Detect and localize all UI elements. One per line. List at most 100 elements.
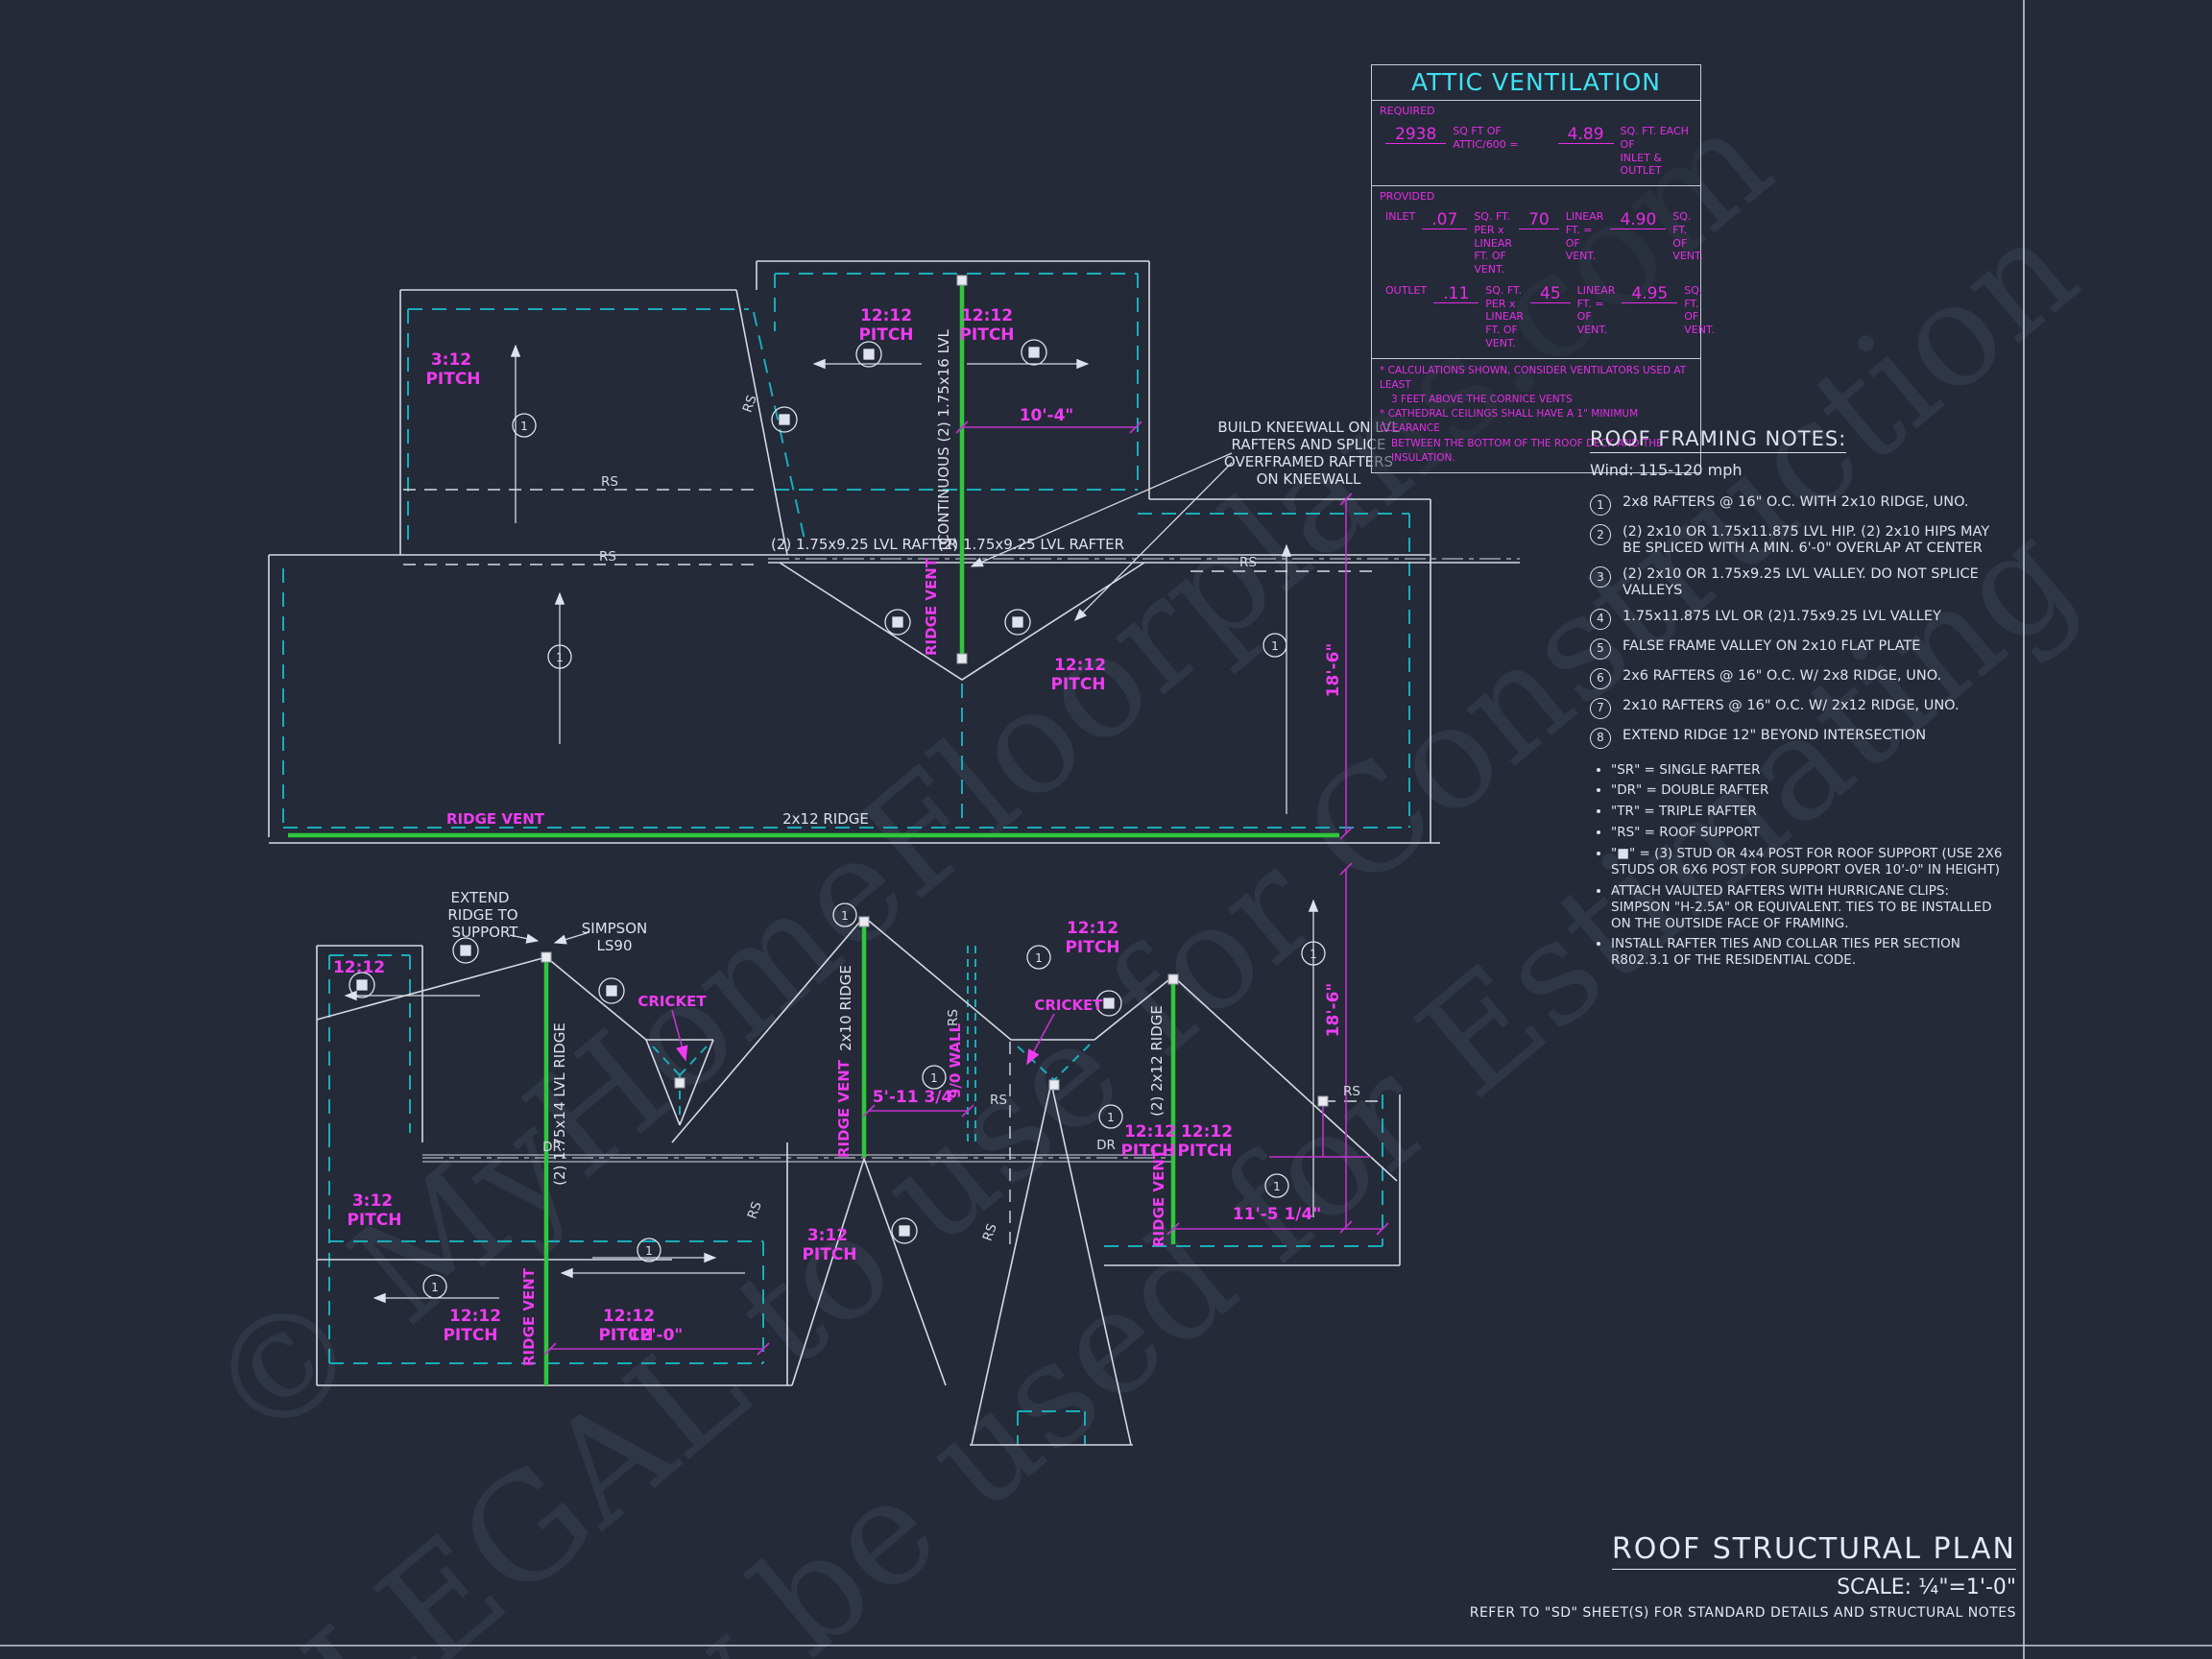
framing-note-text: 2x10 RAFTERS @ 16" O.C. W/ 2x12 RIDGE, U… [1623, 697, 1960, 713]
sheet-reference-note: REFER TO "SD" SHEET(S) FOR STANDARD DETA… [1469, 1605, 2016, 1621]
dr-label-right: DR [1096, 1138, 1116, 1153]
framing-note-item: 6 2x6 RAFTERS @ 16" O.C. W/ 2x8 RIDGE, UN… [1590, 667, 2008, 689]
svg-text:PITCH: PITCH [598, 1326, 653, 1345]
svg-text:1: 1 [841, 909, 849, 923]
framing-note-item: 7 2x10 RAFTERS @ 16" O.C. W/ 2x12 RIDGE, … [1590, 697, 2008, 719]
dim-12-0: 12'-0" [629, 1326, 684, 1345]
sheet-title: ROOF STRUCTURAL PLAN [1611, 1532, 2016, 1570]
svg-text:12:12: 12:12 [1181, 1122, 1233, 1142]
res-text-1: SQ. FT. [1672, 210, 1692, 236]
framing-note-text: EXTEND RIDGE 12" BEYOND INTERSECTION [1623, 727, 1927, 743]
svg-text:PITCH: PITCH [347, 1211, 401, 1230]
inlet-label: INLET [1385, 210, 1416, 223]
inlet-length-value: 70 [1519, 212, 1559, 229]
rs-label-9: RS [745, 1199, 765, 1220]
outlet-rate-value: .11 [1433, 285, 1479, 303]
required-label: REQUIRED [1380, 105, 1435, 117]
framing-note-text: 1.75x11.875 LVL OR (2)1.75x9.25 LVL VALL… [1623, 608, 1941, 624]
abbrev-sr: "SR" = SINGLE RAFTER [1611, 762, 2008, 779]
ridge-2x12-lvl-label: (2) 2x12 RIDGE [1148, 1005, 1166, 1117]
svg-text:3:12: 3:12 [431, 350, 471, 370]
wind-speed-note: Wind: 115-120 mph [1590, 461, 1743, 479]
required-suffix-1: SQ. FT. EACH OF [1620, 125, 1689, 151]
rs-label-3: RS [1239, 555, 1257, 570]
svg-text:PITCH: PITCH [1050, 675, 1105, 694]
abbrev-post: "■" = (3) STUD OR 4x4 POST FOR ROOF SUPP… [1611, 846, 2008, 878]
framing-abbreviation-list: "SR" = SINGLE RAFTER "DR" = DOUBLE RAFTE… [1590, 762, 2008, 970]
pitch-label-12-12-top-right: 12:12 PITCH [959, 306, 1014, 345]
res-text-2: OF VENT. [1684, 310, 1715, 336]
svg-text:12:12: 12:12 [333, 958, 385, 977]
inlet-rate-value: .07 [1422, 212, 1468, 229]
outlet-result-value: 4.95 [1622, 285, 1678, 303]
rs-label-6: RS [946, 1009, 961, 1026]
svg-text:RAFTERS AND SPLICE: RAFTERS AND SPLICE [1232, 436, 1386, 453]
dim-10-4: 10'-4" [1020, 406, 1074, 425]
pitch-label-12-12-mid-right: 12:12 PITCH [1050, 656, 1106, 694]
note-hurricane-clips: ATTACH VAULTED RAFTERS WITH HURRICANE CL… [1611, 883, 2008, 932]
res-text-1: SQ. FT. [1684, 283, 1703, 310]
svg-text:1: 1 [1271, 639, 1279, 653]
svg-text:PITCH: PITCH [802, 1245, 856, 1264]
required-attic-area-value: 2938 [1385, 127, 1447, 144]
rs-label-1: RS [601, 474, 618, 490]
simpson-note: SIMPSON LS90 [582, 920, 647, 954]
keynote-number: 7 [1590, 697, 1611, 719]
abbrev-tr: "TR" = TRIPLE RAFTER [1611, 804, 2008, 820]
svg-text:PITCH: PITCH [1120, 1142, 1175, 1161]
required-formula: SQ FT OF ATTIC/600 = [1453, 125, 1519, 151]
svg-text:1: 1 [1035, 951, 1043, 965]
res-text-2: OF VENT. [1672, 236, 1703, 263]
extend-ridge-note: EXTEND RIDGE TO SUPPORT [447, 889, 518, 941]
ridge-vent-label-1: RIDGE VENT [923, 557, 940, 656]
provided-label: PROVIDED [1380, 190, 1435, 203]
sheet-scale: SCALE: ¼"=1'-0" [1837, 1575, 2016, 1599]
svg-text:1: 1 [645, 1244, 653, 1258]
cricket-label-right: CRICKET [1034, 997, 1103, 1014]
attic-note-1: * CALCULATIONS SHOWN, CONSIDER VENTILATO… [1380, 364, 1687, 391]
svg-text:12:12: 12:12 [860, 306, 912, 325]
ridge-vent-label-horiz: RIDGE VENT [446, 810, 545, 828]
lvl-rafter-label-right: (2) 1.75x9.25 LVL RAFTER [938, 536, 1124, 553]
dr-label-left: DR [542, 1140, 562, 1155]
len-text-1: LINEAR FT. = [1576, 283, 1616, 310]
framing-note-text: 2x6 RAFTERS @ 16" O.C. W/ 2x8 RIDGE, UNO… [1623, 667, 1942, 684]
len-text-1: LINEAR FT. = [1565, 210, 1604, 236]
len-text-2: OF VENT. [1565, 236, 1597, 263]
svg-text:OVERFRAMED RAFTERS: OVERFRAMED RAFTERS [1224, 453, 1393, 470]
svg-text:1: 1 [1310, 948, 1317, 961]
pitch-label-12-12-wing-right: 12:12 PITCH [598, 1307, 655, 1345]
pitch-label-12-12-botright-a: 12:12 PITCH [1120, 1122, 1176, 1161]
pitch-label-12-12-bumpout: 12:12 [333, 958, 385, 977]
keynote-number: 6 [1590, 667, 1611, 689]
ridge-2x12-horiz: 2x12 RIDGE [782, 810, 869, 828]
pitch-label-12-12-botright-b: 12:12 PITCH [1177, 1122, 1233, 1161]
attic-note-4: BETWEEN THE BOTTOM OF THE ROOF DECK AND … [1391, 437, 1663, 464]
rate-text-2: LINEAR FT. OF VENT. [1485, 310, 1525, 349]
rs-label-8: RS [980, 1221, 1000, 1242]
rate-text-2: LINEAR FT. OF VENT. [1474, 236, 1513, 276]
pitch-label-3-12-bottommid: 3:12 PITCH [802, 1226, 856, 1264]
ridge-post-squares [541, 275, 1329, 1107]
svg-text:1: 1 [1107, 1111, 1115, 1124]
svg-text:12:12: 12:12 [1054, 656, 1106, 675]
required-result-value: 4.89 [1557, 127, 1614, 144]
svg-text:PITCH: PITCH [425, 370, 480, 389]
rs-label-7: RS [990, 1093, 1007, 1108]
rate-text-1: SQ. FT. PER x [1485, 283, 1522, 310]
outlet-length-value: 45 [1530, 285, 1571, 303]
svg-text:PITCH: PITCH [443, 1326, 497, 1345]
pitch-label-12-12-wing-left: 12:12 PITCH [443, 1307, 501, 1345]
framing-note-item: 3(2) 2x10 OR 1.75x9.25 LVL VALLEY. DO NO… [1590, 565, 2008, 600]
abbrev-rs: "RS" = ROOF SUPPORT [1611, 825, 2008, 841]
cricket-label-left: CRICKET [637, 993, 707, 1010]
svg-text:PITCH: PITCH [1177, 1142, 1232, 1161]
framing-note-text: FALSE FRAME VALLEY ON 2x10 FLAT PLATE [1623, 637, 1921, 654]
dim-18-6-upper: 18'-6" [1324, 643, 1343, 698]
